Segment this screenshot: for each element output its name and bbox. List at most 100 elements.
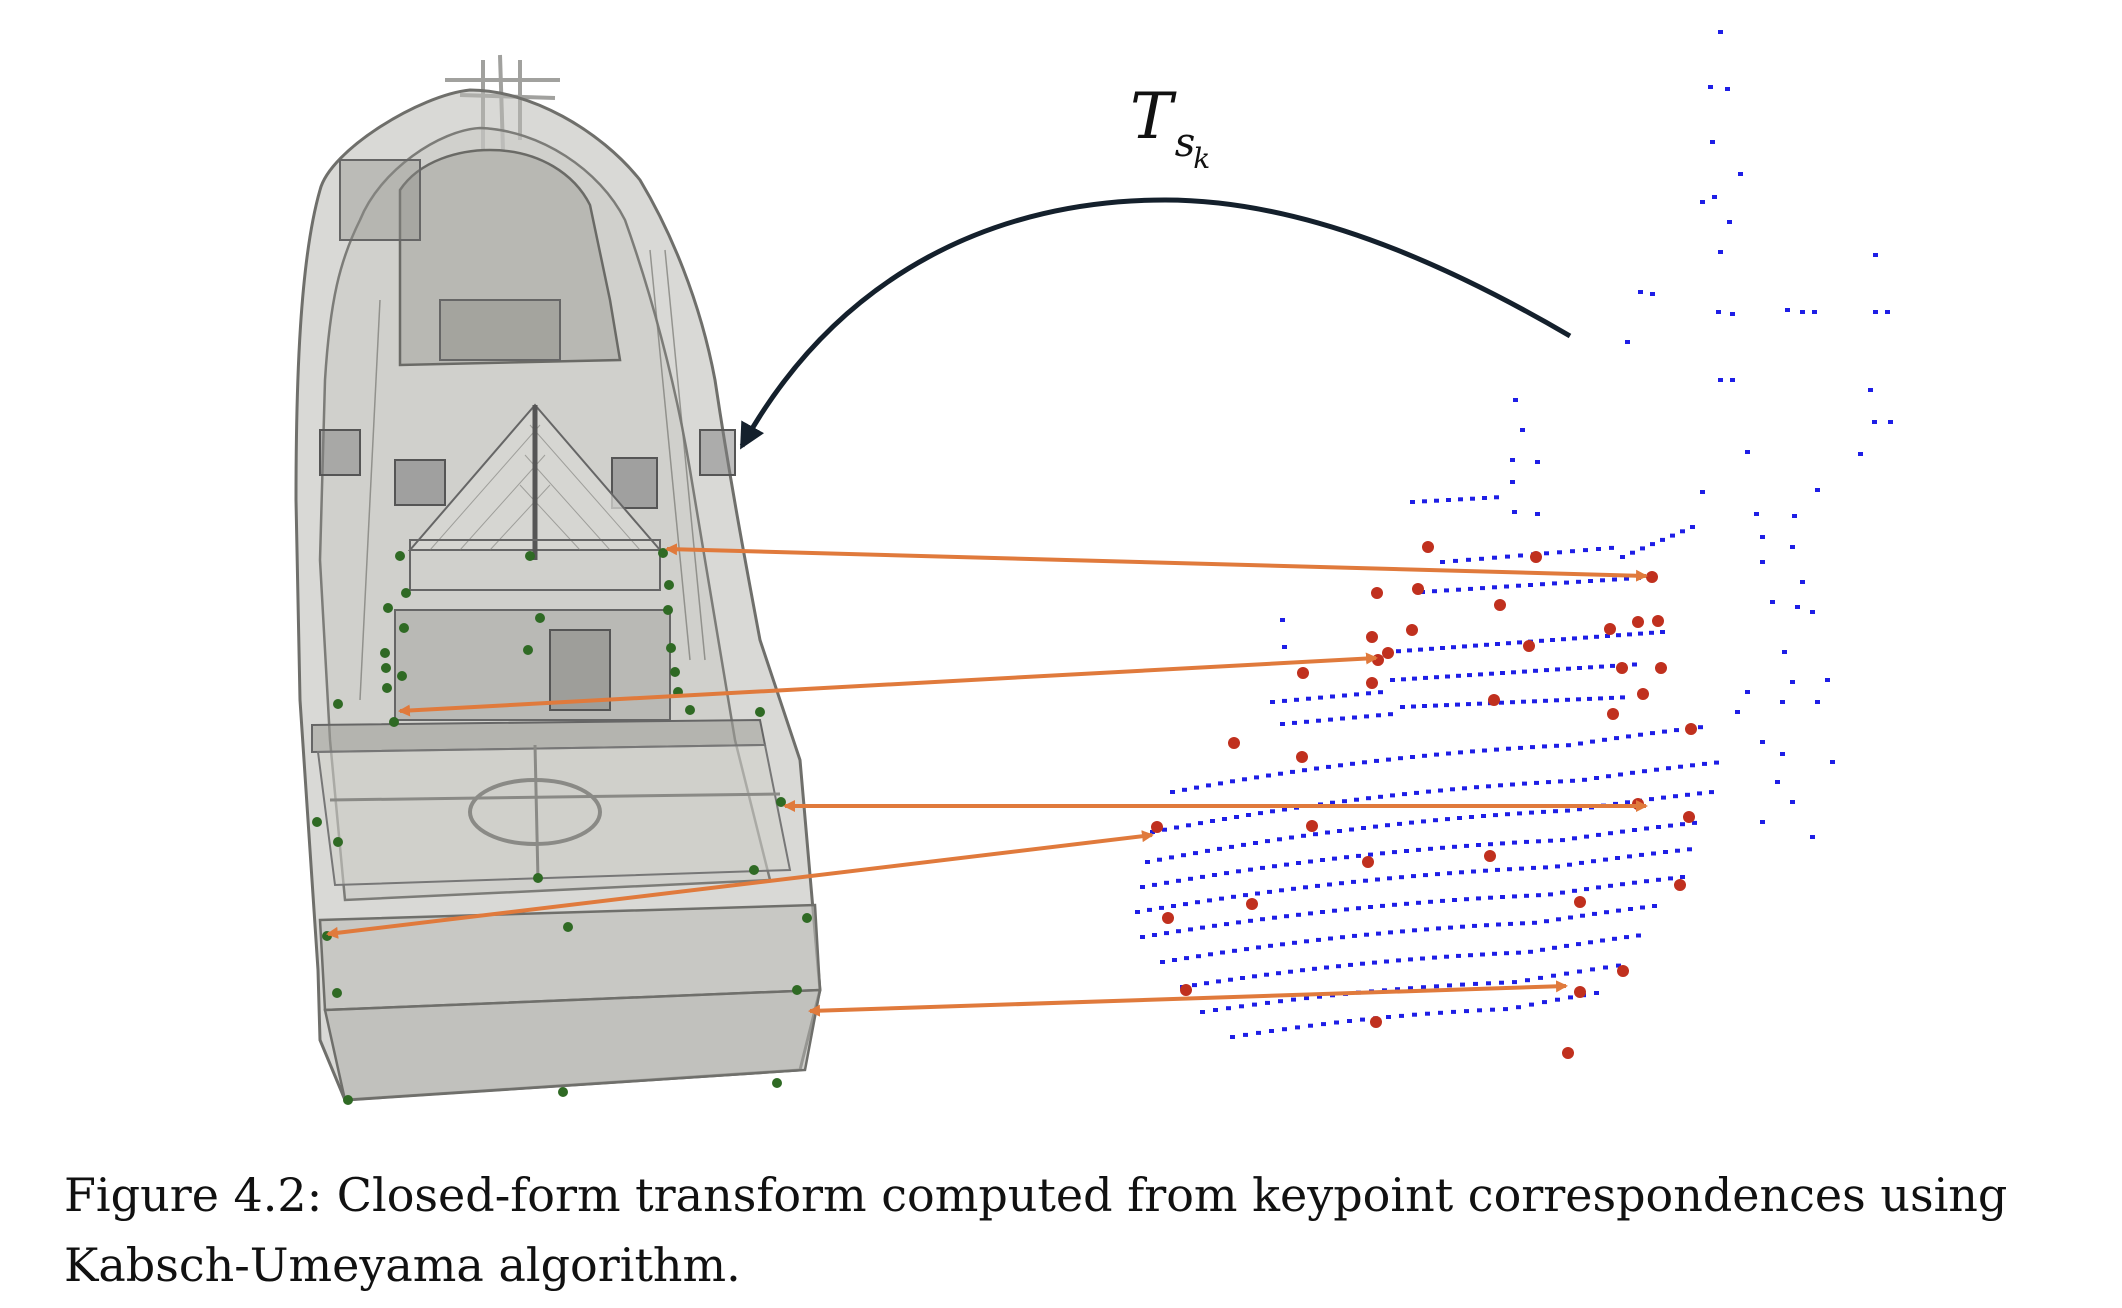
scan-point bbox=[1620, 882, 1625, 887]
scan-point bbox=[1277, 837, 1282, 842]
scan-point bbox=[1477, 1008, 1482, 1013]
scan-point bbox=[1462, 786, 1467, 791]
scan-point bbox=[1423, 675, 1428, 680]
scan-point bbox=[1812, 310, 1817, 314]
scan-point bbox=[1702, 761, 1707, 766]
scan-point bbox=[1282, 645, 1287, 649]
scan-point bbox=[1364, 932, 1369, 937]
scan-point bbox=[1422, 499, 1427, 504]
scan-point bbox=[1492, 951, 1497, 956]
scan-point bbox=[1480, 586, 1485, 591]
scan-point bbox=[1609, 545, 1614, 550]
scan-keypoint bbox=[1655, 662, 1667, 674]
scan-point bbox=[1401, 677, 1406, 682]
scan-point bbox=[1387, 876, 1392, 881]
scan-point bbox=[1476, 843, 1481, 847]
scan-point bbox=[1184, 956, 1189, 961]
scan-point bbox=[1416, 847, 1421, 852]
scan-point bbox=[1375, 877, 1380, 882]
scan-point bbox=[1159, 905, 1164, 910]
scan-point bbox=[1255, 891, 1260, 896]
scan-point bbox=[1511, 670, 1516, 675]
scan-keypoints bbox=[1151, 541, 1697, 1059]
scan-keypoint bbox=[1228, 737, 1240, 749]
scan-point bbox=[1384, 959, 1389, 964]
scan-point bbox=[1219, 896, 1224, 901]
scan-point bbox=[1591, 859, 1596, 864]
scan-point bbox=[1492, 555, 1497, 560]
scan-point bbox=[1445, 674, 1450, 679]
scan-point bbox=[1236, 869, 1241, 874]
scan-point bbox=[1397, 821, 1402, 826]
scan-point bbox=[1488, 842, 1493, 847]
scan-point bbox=[1269, 1029, 1274, 1033]
scan-point bbox=[1873, 253, 1878, 257]
scan-point bbox=[1541, 809, 1546, 814]
scan-point bbox=[1590, 967, 1595, 972]
scan-point bbox=[1390, 793, 1395, 798]
scan-point bbox=[1363, 878, 1368, 883]
scan-point bbox=[1529, 1002, 1534, 1007]
scan-point bbox=[1638, 290, 1643, 294]
scan-point bbox=[1280, 618, 1285, 622]
scan-point bbox=[1270, 809, 1275, 814]
scan-point bbox=[1873, 310, 1878, 314]
scan-point bbox=[1609, 695, 1614, 700]
scan-point bbox=[1620, 695, 1625, 700]
scan-point bbox=[1564, 580, 1569, 585]
scan-point bbox=[1162, 827, 1167, 832]
scan-point bbox=[1494, 495, 1499, 500]
scan-point bbox=[1246, 813, 1251, 817]
scan-point bbox=[1472, 923, 1477, 928]
scan-point bbox=[1600, 938, 1605, 943]
scan-point bbox=[1596, 832, 1601, 837]
scan-point bbox=[1698, 725, 1703, 730]
scan-point bbox=[1376, 931, 1381, 936]
correspondence-arrow bbox=[808, 980, 1568, 1017]
scan-point bbox=[1556, 917, 1561, 922]
scan-point bbox=[1604, 910, 1609, 915]
model-keypoint bbox=[666, 643, 676, 653]
scan-point bbox=[1376, 713, 1381, 718]
scan-point bbox=[1745, 450, 1750, 454]
scan-point bbox=[1306, 696, 1311, 701]
scan-keypoint bbox=[1488, 694, 1500, 706]
scan-point bbox=[1598, 696, 1603, 701]
scan-point bbox=[1418, 647, 1423, 652]
scan-point bbox=[1408, 957, 1413, 962]
scan-point bbox=[1458, 750, 1463, 755]
scan-point bbox=[1254, 775, 1259, 780]
scan-point bbox=[1451, 1009, 1456, 1014]
scan-point bbox=[1516, 950, 1521, 955]
scan-point bbox=[1456, 953, 1461, 958]
scan-point bbox=[1428, 846, 1433, 851]
model-keypoint bbox=[749, 865, 759, 875]
scan-point bbox=[1356, 853, 1361, 858]
scan-point bbox=[1411, 704, 1416, 709]
scan-point bbox=[1638, 732, 1643, 737]
scan-point bbox=[1576, 697, 1581, 702]
scan-point bbox=[1325, 830, 1330, 835]
scan-point bbox=[1471, 869, 1476, 874]
lidar-point-cloud-icon bbox=[1135, 30, 1893, 1039]
scan-point bbox=[1380, 851, 1385, 856]
scan-point bbox=[1499, 980, 1504, 985]
scan-point bbox=[1288, 969, 1293, 974]
scan-point bbox=[1700, 200, 1705, 204]
scan-point bbox=[1147, 907, 1152, 912]
scan-point bbox=[1222, 817, 1227, 821]
scan-keypoint bbox=[1422, 541, 1434, 553]
scan-point bbox=[1558, 779, 1563, 784]
scan-point bbox=[1496, 922, 1501, 927]
scan-point bbox=[1231, 894, 1236, 899]
scan-point bbox=[1630, 550, 1635, 555]
scan-point bbox=[1612, 936, 1617, 941]
scan-point bbox=[1364, 714, 1369, 719]
scan-point bbox=[1557, 550, 1562, 555]
scan-point bbox=[1265, 839, 1270, 844]
caption-line-2: Kabsch-Umeyama algorithm. bbox=[64, 1238, 741, 1292]
scan-point bbox=[1399, 1013, 1404, 1018]
scan-point bbox=[1566, 666, 1571, 671]
scan-point bbox=[1326, 764, 1331, 769]
scan-point bbox=[1400, 929, 1405, 934]
